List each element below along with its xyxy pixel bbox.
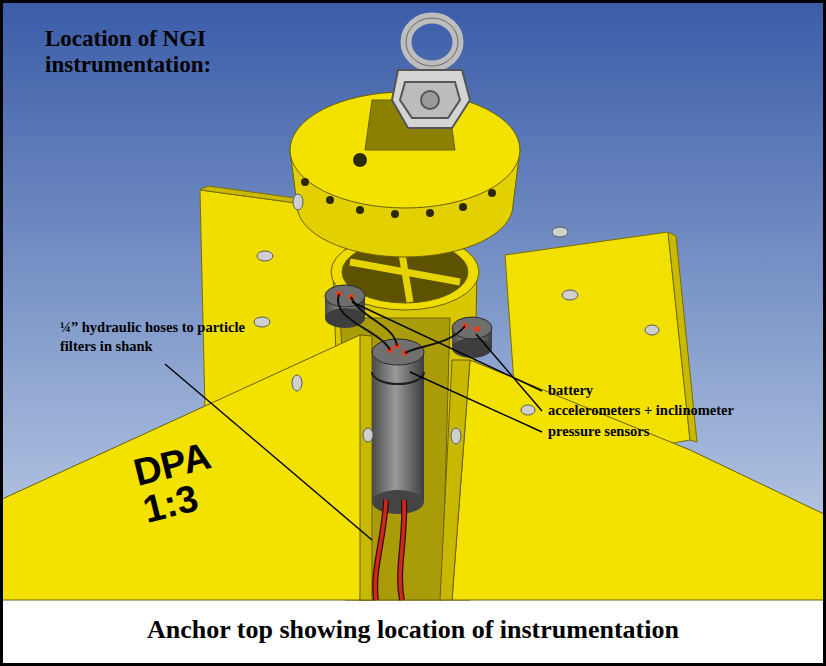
front-left-fin-part xyxy=(0,335,372,600)
bolts-part xyxy=(254,317,270,327)
instruments xyxy=(325,285,492,600)
front-left-fin-part xyxy=(360,335,372,600)
shackle-part xyxy=(406,18,458,66)
callout-label: pressure sensors xyxy=(548,422,788,441)
bolts-part xyxy=(292,375,302,391)
sky-background xyxy=(0,0,826,600)
cap-holes xyxy=(301,153,496,218)
accelerometer-cylinder-part xyxy=(452,338,492,358)
shackle-part xyxy=(400,82,460,118)
accelerometer-cylinder-part xyxy=(452,317,492,339)
cap-holes-part xyxy=(301,178,309,186)
front-right-fin xyxy=(440,360,826,600)
signal-wires-part xyxy=(338,294,390,350)
signal-wires xyxy=(338,294,465,353)
pressure-sensor-cylinder-part xyxy=(372,339,424,365)
bolts-part xyxy=(293,194,303,210)
pressure-sensor-cylinder-part xyxy=(372,372,424,384)
cap-holes-part xyxy=(353,153,367,167)
pressure-sensor-cylinder xyxy=(372,339,424,514)
cap-holes-part xyxy=(459,203,467,211)
cap-holes-part xyxy=(488,189,496,197)
bolts-part xyxy=(645,325,659,335)
cap-holes-part xyxy=(426,209,434,217)
hydraulic-hoses xyxy=(375,500,404,600)
signal-wires-part xyxy=(405,326,465,353)
diagram-caption: Anchor top showing location of instrumen… xyxy=(10,614,816,645)
diagram-title: Location of NGI instrumentation: xyxy=(45,26,250,79)
hydraulic-hoses-part xyxy=(400,500,404,600)
bolts-part xyxy=(257,251,273,261)
cap-holes-part xyxy=(391,210,399,218)
battery-cylinder xyxy=(325,285,365,328)
hydraulic-hoses-part xyxy=(375,500,386,600)
front-right-fin-part xyxy=(440,360,470,600)
shackle-part xyxy=(406,18,458,66)
leader-lines xyxy=(165,302,542,540)
battery-cylinder-part xyxy=(325,285,365,307)
hydraulic-hoses-part xyxy=(400,500,404,600)
bolts-part xyxy=(451,428,461,444)
front-right-fin-part xyxy=(452,360,826,600)
bolts-part xyxy=(363,428,373,442)
cap-holes-part xyxy=(326,196,334,204)
front-left-fin xyxy=(0,335,372,600)
hydraulic-hoses-part xyxy=(375,500,386,600)
shackle xyxy=(392,18,470,128)
leader-lines-part xyxy=(410,372,542,432)
pressure-sensor-cylinder-part xyxy=(372,490,424,514)
accelerometer-cylinder-part xyxy=(474,326,480,332)
callout-label: accelerometers + inclinometer xyxy=(548,401,808,420)
caption-band xyxy=(0,600,826,666)
leader-lines-part xyxy=(476,334,542,411)
callout-label: ¼” hydraulic hoses to particle filters i… xyxy=(60,318,245,356)
shackle-part xyxy=(421,91,439,109)
bolts-part xyxy=(521,405,535,415)
bolts-part xyxy=(562,290,578,300)
cap-holes-part xyxy=(356,206,364,214)
bolts-part xyxy=(552,227,568,237)
callout-label: battery xyxy=(548,381,788,400)
shackle-part xyxy=(392,70,470,128)
